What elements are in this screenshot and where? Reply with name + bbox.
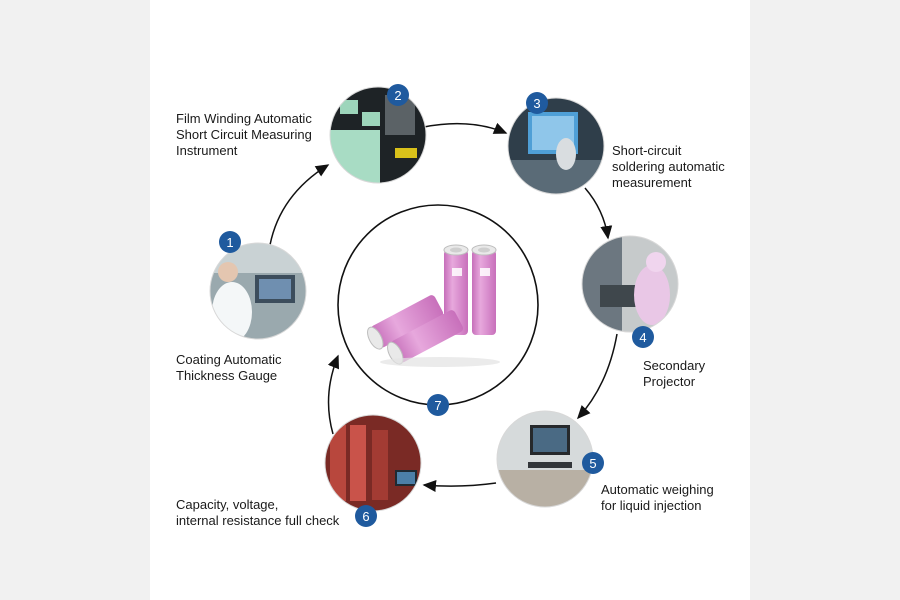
step-5-label: Automatic weighing for liquid injection: [601, 482, 714, 514]
step-4-label-line-2: Projector: [643, 374, 696, 389]
step-5-photo: [497, 411, 593, 507]
step-2-badge: 2: [387, 84, 409, 106]
svg-text:7: 7: [434, 398, 441, 413]
step-4-badge: 4: [632, 326, 654, 348]
svg-text:5: 5: [589, 456, 596, 471]
step-4-label-line-1: Secondary: [643, 358, 706, 373]
step-5-label-line-2: for liquid injection: [601, 498, 702, 513]
arrow-3-to-4: [584, 187, 613, 240]
arrow-4-to-5: [576, 333, 618, 420]
step-6-photo: [325, 415, 421, 511]
step-6-label: Capacity, voltage, internal resistance f…: [176, 497, 339, 529]
svg-text:3: 3: [533, 96, 540, 111]
step-1-photo: [210, 243, 306, 339]
step-6-label-line-2: internal resistance full check: [176, 513, 340, 528]
step-1-label: Coating Automatic Thickness Gauge: [176, 352, 282, 384]
step-2-photo: [330, 87, 426, 183]
step-1-label-line-1: Coating Automatic: [176, 352, 282, 367]
step-2-label-line-2: Short Circuit Measuring: [176, 127, 312, 142]
battery-cells-image: [367, 244, 500, 367]
step-2-label: Film Winding Automatic Short Circuit Mea…: [176, 111, 312, 159]
step-5-badge: 5: [582, 452, 604, 474]
step-2-label-line-1: Film Winding Automatic: [176, 111, 312, 126]
svg-text:4: 4: [639, 330, 646, 345]
arrow-5-to-6: [422, 480, 497, 492]
step-1-badge: 1: [219, 231, 241, 253]
step-6-badge: 6: [355, 505, 377, 527]
arrow-6-to-1: [327, 354, 340, 435]
step-5-label-line-1: Automatic weighing: [601, 482, 714, 497]
arrow-1-to-2: [269, 164, 330, 246]
step-6-label-line-1: Capacity, voltage,: [176, 497, 279, 512]
step-2-label-line-3: Instrument: [176, 143, 238, 158]
arrow-2-to-3: [423, 122, 508, 134]
step-3-label: Short-circuit soldering automatic measur…: [612, 143, 725, 191]
step-4-label: Secondary Projector: [643, 358, 705, 390]
step-7-badge: 7: [427, 394, 449, 416]
step-3-badge: 3: [526, 92, 548, 114]
svg-text:2: 2: [394, 88, 401, 103]
svg-text:6: 6: [362, 509, 369, 524]
step-3-label-line-3: measurement: [612, 175, 692, 190]
step-3-label-line-2: soldering automatic: [612, 159, 725, 174]
step-3-photo: [508, 98, 604, 194]
step-3-label-line-1: Short-circuit: [612, 143, 682, 158]
svg-text:1: 1: [226, 235, 233, 250]
step-1-label-line-2: Thickness Gauge: [176, 368, 278, 383]
